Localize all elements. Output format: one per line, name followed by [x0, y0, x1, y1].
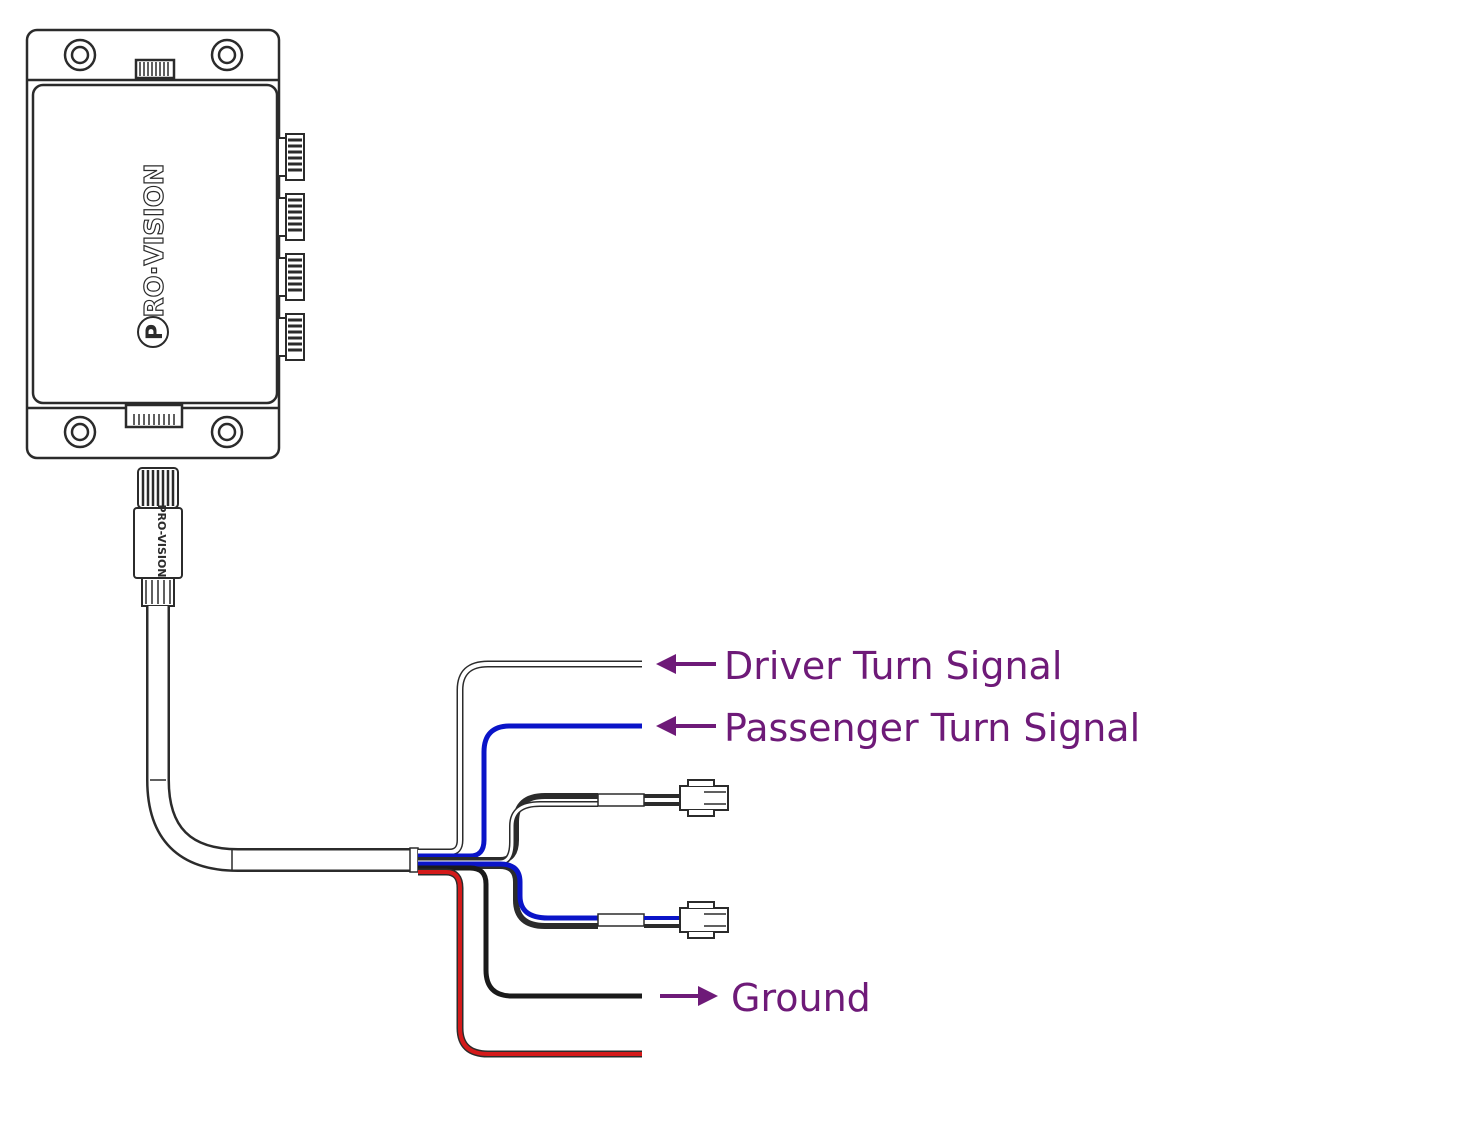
brand-mark-letter: P	[143, 324, 168, 340]
screw-icon	[210, 415, 244, 449]
wire-passenger-turn-signal	[418, 723, 642, 859]
brand-logo: PRO·VISION	[139, 163, 170, 337]
plug-connector-1	[679, 779, 729, 817]
label-passenger-turn-signal: Passenger Turn Signal	[724, 706, 1141, 750]
brand-logo-text: PRO·VISION	[140, 163, 170, 336]
right-arrow-icon	[660, 986, 718, 1006]
connector-print: PRO-VISION	[155, 504, 168, 577]
plug-connector-2	[679, 901, 729, 939]
mounting-screws	[63, 38, 244, 449]
side-port	[277, 133, 305, 181]
left-arrow-icon	[656, 716, 716, 736]
cable-connector: PRO-VISION	[133, 467, 183, 607]
label-ground: Ground	[731, 976, 871, 1020]
label-driver-turn-signal: Driver Turn Signal	[724, 644, 1063, 688]
screw-icon	[63, 38, 97, 72]
main-cable	[146, 606, 419, 873]
brand-mark-icon: P	[137, 316, 169, 348]
left-arrow-icon	[656, 654, 716, 674]
side-port	[277, 313, 305, 361]
wire-power	[418, 868, 642, 1058]
wire-connector-1	[418, 793, 680, 865]
side-ports	[277, 133, 305, 361]
screw-icon	[210, 38, 244, 72]
wire-connector-2	[418, 861, 680, 929]
side-port	[277, 253, 305, 301]
wire-driver-turn-signal	[418, 660, 642, 856]
screw-icon	[63, 415, 97, 449]
control-box	[25, 28, 281, 460]
side-port	[277, 193, 305, 241]
wire-ground	[418, 865, 642, 999]
